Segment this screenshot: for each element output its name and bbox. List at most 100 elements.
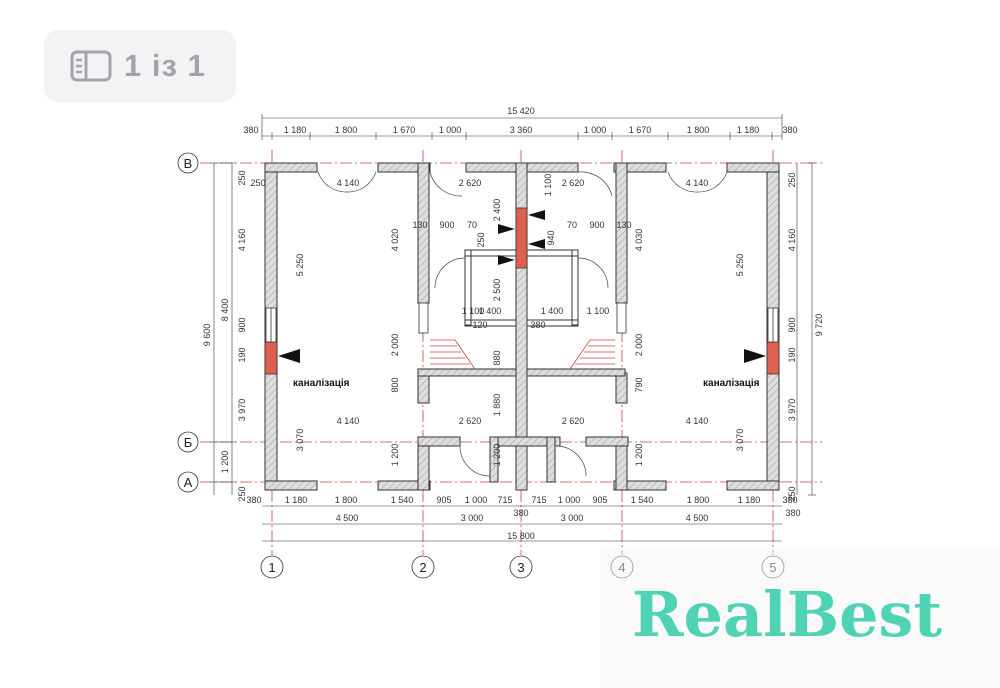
wall-bath-r2 [526,319,579,327]
dim-room-w-right: 4 140 [686,178,709,188]
page-indicator[interactable]: 1 із 1 [44,30,236,102]
axis-bubbles [177,152,785,579]
axis-label-v: В [184,156,193,171]
wall-bottom-4 [726,480,780,491]
wall-landing-r [526,368,626,377]
wall-landing-l [417,368,517,377]
axis-label-1: 1 [268,560,275,575]
dim-h-3070-l: 3 070 [295,429,305,452]
dim-w-800: 800 [390,377,400,392]
dim-h-1100: 1 100 [543,174,553,197]
utility-shafts [264,207,780,375]
dim-bottom-10: 1 540 [631,495,654,505]
dim-left-2: 900 [237,317,247,332]
dim-h-1200-r: 1 200 [634,444,644,467]
dim-right-5: 250 [787,486,797,501]
wall-axis4-top [615,162,628,304]
dim-right-height: 9 720 [814,314,824,337]
dim-left-0: 250 [237,170,247,185]
dim-right-4: 3 970 [787,399,797,422]
dim-w-1400-r: 1 400 [541,306,564,316]
dim-bottom-4: 905 [436,495,451,505]
dim-bottom-2: 1 800 [335,495,358,505]
dim-bottom-8: 1 000 [558,495,581,505]
dim-bottom-6: 715 [497,495,512,505]
dim-top-10: 380 [782,125,797,135]
watermark-plate [600,548,1000,688]
dim-hall-left: 2 620 [459,178,482,188]
dim-room-w-right-b: 4 140 [686,416,709,426]
dim-w-70-r: 70 [567,220,577,230]
sewer-left [264,341,278,375]
wall-axis2-bottom [417,441,430,491]
dim-left-inner: 8 400 [220,299,230,322]
dim-top-8: 1 800 [687,125,710,135]
dim-right-3: 190 [787,347,797,362]
stairs [430,339,615,370]
dim-w-380: 380 [530,320,545,330]
dim-w-250: 250 [476,232,486,247]
dim-w-900-l: 900 [439,220,454,230]
dim-hall-right-b: 2 620 [562,416,585,426]
arrow-right-sewer [744,349,766,363]
dim-left-1: 4 160 [237,229,247,252]
dim-bottom-11: 1 800 [687,495,710,505]
dim-top-6: 1 000 [584,125,607,135]
dim-w-120: 120 [472,320,487,330]
dim-right-2: 900 [787,317,797,332]
axis-label-3: 3 [517,560,524,575]
wall-top-4 [613,162,667,173]
dim-bottom-0: 380 [246,495,261,505]
sidebar-icon[interactable] [70,50,112,82]
dim-bottom-extra-2: 380 [785,508,800,518]
wall-axis2-mid [417,372,430,404]
dim-top-1: 1 180 [284,125,307,135]
dim-top-5: 3 360 [510,125,533,135]
dim-bottom-13: 380 [782,495,797,505]
dim-bottom-5: 1 000 [465,495,488,505]
dimension-lines [210,114,816,542]
dim-h-2400: 2 400 [492,199,502,222]
watermark-logo: RealBest [632,578,943,651]
dim-room-w-left: 4 140 [337,178,360,188]
page-count-text: 1 із 1 [124,48,206,83]
dim-left-5: 1 200 [220,451,230,474]
wall-top-2 [377,162,431,173]
dim-bottom-12: 1 180 [738,495,761,505]
dim-h-5250-l: 5 250 [295,254,305,277]
dim-hall-left-b: 2 620 [459,416,482,426]
dim-h-3070-r: 3 070 [735,429,745,452]
dim-bottom2-1: 3 000 [461,513,484,523]
dim-h-5250-r: 5 250 [735,254,745,277]
dim-overall-top: 15 420 [507,106,535,116]
dim-w-940: 940 [546,230,556,245]
dim-w-790: 790 [634,377,644,392]
windows [265,302,779,343]
dim-bottom2-3: 4 500 [686,513,709,523]
wall-bottom-2 [377,480,431,491]
dim-top-2: 1 800 [335,125,358,135]
axis-label-b: Б [184,435,193,450]
dim-h-2000-r: 2 000 [634,334,644,357]
dim-bottom-9: 905 [592,495,607,505]
dim-right-0: 250 [787,172,797,187]
wall-vestibule-l [417,436,461,447]
arrow-left-sewer [278,349,300,363]
doors [317,171,728,477]
axis-label-a: А [184,475,193,490]
wall-vestibule-rc [546,436,556,483]
wall-axis2-top [417,162,430,304]
dim-w-1400-l: 1 400 [479,306,502,316]
dim-room-w-left-b: 4 140 [337,416,360,426]
wall-top-1 [264,162,318,173]
dim-w-1200: 1 200 [492,444,502,467]
dim-bottom-1: 1 180 [285,495,308,505]
dim-hall-right: 2 620 [562,178,585,188]
dim-int-250-tl: 250 [250,178,265,188]
dim-h-2500: 2 500 [492,279,502,302]
wall-bottom-3 [613,480,667,491]
dim-h-1880: 1 880 [492,394,502,417]
label-sewer-right: каналізація [703,378,760,389]
dim-w-70-l: 70 [467,220,477,230]
wall-top-5 [726,162,780,173]
